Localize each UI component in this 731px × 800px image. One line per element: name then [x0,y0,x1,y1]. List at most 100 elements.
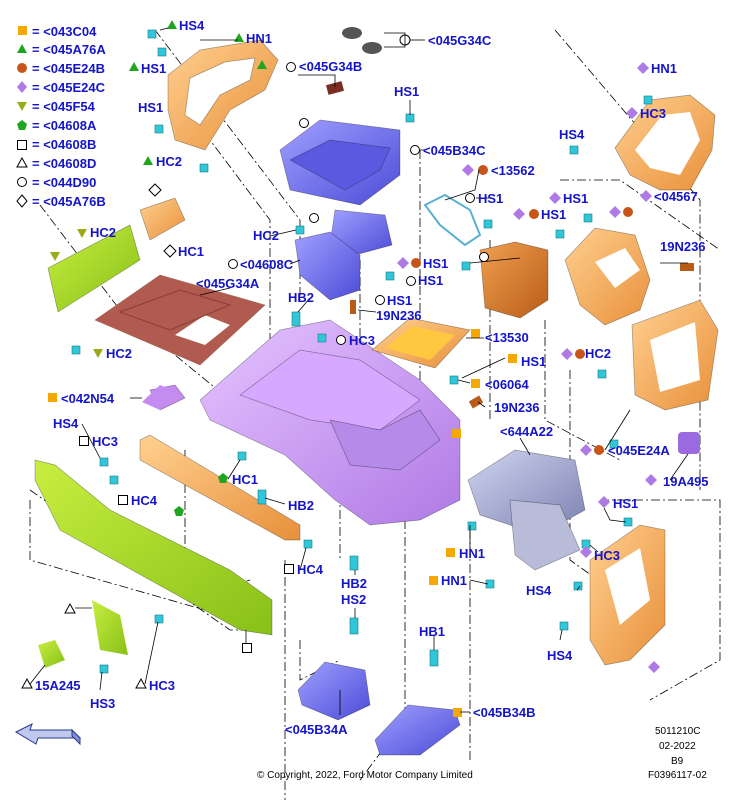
callout-label: <04567 [654,189,698,204]
callout-label: <045G34A [196,276,260,291]
circle-outline-icon [299,118,309,128]
circle-outline-icon [479,252,489,262]
floor-mat-045G34A-part [94,274,266,366]
legend: = <043C04 = <045A76A = <045E24B = <045E2… [16,24,106,209]
callout-label: HB2 [288,290,314,305]
fastener-clip [597,369,607,379]
fastener-clip [154,614,164,624]
square-outline-icon [284,564,294,574]
fastener-clip [405,113,415,123]
fastener-clip [157,47,167,57]
clip-19N236-mid-part [350,300,356,314]
fastener-clip [385,271,395,281]
wire-bracket-045B34C-part [423,193,482,247]
legend-label: = <04608B [32,137,96,152]
upper-bezel-frame-part [167,39,279,151]
callout-label: <644A22 [500,424,553,439]
square-outline-icon [17,140,27,150]
callout-label: HS4 [547,648,573,663]
figure-code-2: 02-2022 [659,741,696,752]
triangle-filled-icon [17,44,27,53]
callout-label: HC3 [92,434,118,449]
rear-frame-part [589,524,666,666]
legend-item-043C04: = <043C04 [18,24,97,39]
callout-label: HC2 [90,225,116,240]
callout-label: HS1 [141,61,166,76]
figure-code-4: F0396117-02 [648,770,707,781]
callout-symbols [21,20,660,717]
square-outline-icon [118,495,128,505]
callout-label: HC2 [253,228,279,243]
callout-label: <04608C [240,257,294,272]
fastener-clip [569,145,579,155]
legend-item-045A76B: = <045A76B [16,194,106,209]
circle-filled-icon [529,209,539,219]
square-filled-icon [508,354,517,363]
fastener-clip [109,475,119,485]
fastener-clip [467,521,477,531]
callout-label: <045B34B [473,705,536,720]
legend-label: = <045E24C [32,80,106,95]
square-filled-icon [471,379,480,388]
fastener-clip [237,451,247,461]
diamond-outline-icon [148,183,162,197]
diamond-outline-icon [16,194,28,208]
legend-item-045F54: = <045F54 [17,99,96,114]
pad-042N54-part [142,385,180,410]
callout-label: HN1 [459,546,485,561]
triangle-filled-icon [167,20,177,29]
callout-label: HS4 [559,127,585,142]
callout-label: <06064 [485,377,530,392]
square-outline-icon [79,436,89,446]
circle-filled-icon [411,258,421,268]
fastener-clip [429,649,439,667]
fastener-clip [609,439,619,449]
callout-label: HS4 [526,583,552,598]
diamond-filled-icon [580,444,592,456]
module-19A495-part [678,432,700,454]
fasteners [71,29,653,674]
legend-label: = <045A76B [32,194,106,209]
circle-filled-icon [17,63,27,73]
shifter-bezel-part [564,227,651,326]
pentagon-filled-icon [17,120,27,130]
triangle-outline-icon [16,156,28,168]
grab-handle-04567-part [614,94,716,191]
callout-label: HC1 [178,244,204,259]
diamond-filled-icon [561,348,573,360]
callout-label: HB2 [288,498,314,513]
fastener-clip [99,457,109,467]
legend-item-045E24B: = <045E24B [17,61,105,76]
callout-label: HS1 [541,207,566,222]
console-side-panel-part [34,459,273,636]
callout-label: HS1 [387,293,412,308]
callout-label: HC2 [156,154,182,169]
callout-label: HS1 [138,100,163,115]
fastener-clip [461,261,471,271]
legend-label: = <045A76A [32,42,106,57]
trim-panel-small-part [92,600,128,655]
callout-label: 19N236 [494,400,540,415]
diamond-filled-icon [580,546,592,558]
callout-label: <045G34C [428,33,492,48]
square-outline-icon [242,643,252,653]
circle-outline-icon [228,259,238,269]
diamond-filled-icon [645,474,657,486]
bumper-045G34C-part [342,27,382,54]
fastener-clip [643,95,653,105]
leader-lines [29,27,689,715]
circle-filled-icon [478,165,488,175]
fastener-clip [349,555,359,571]
diamond-filled-icon [598,496,610,508]
bracket-045B34B-part [374,704,461,756]
callout-label: HN1 [246,31,272,46]
diamond-filled-icon [462,164,474,176]
callout-label: <13530 [485,330,529,345]
callout-label: 19N236 [376,308,422,323]
bracket-045B34A-part [297,661,371,721]
diamond-filled-icon [397,257,409,269]
fastener-clip [154,124,164,134]
triangle-down-filled-icon [93,349,103,358]
legend-label: = <04608D [32,156,96,171]
legend-item-04608A: = <04608A [17,118,97,133]
